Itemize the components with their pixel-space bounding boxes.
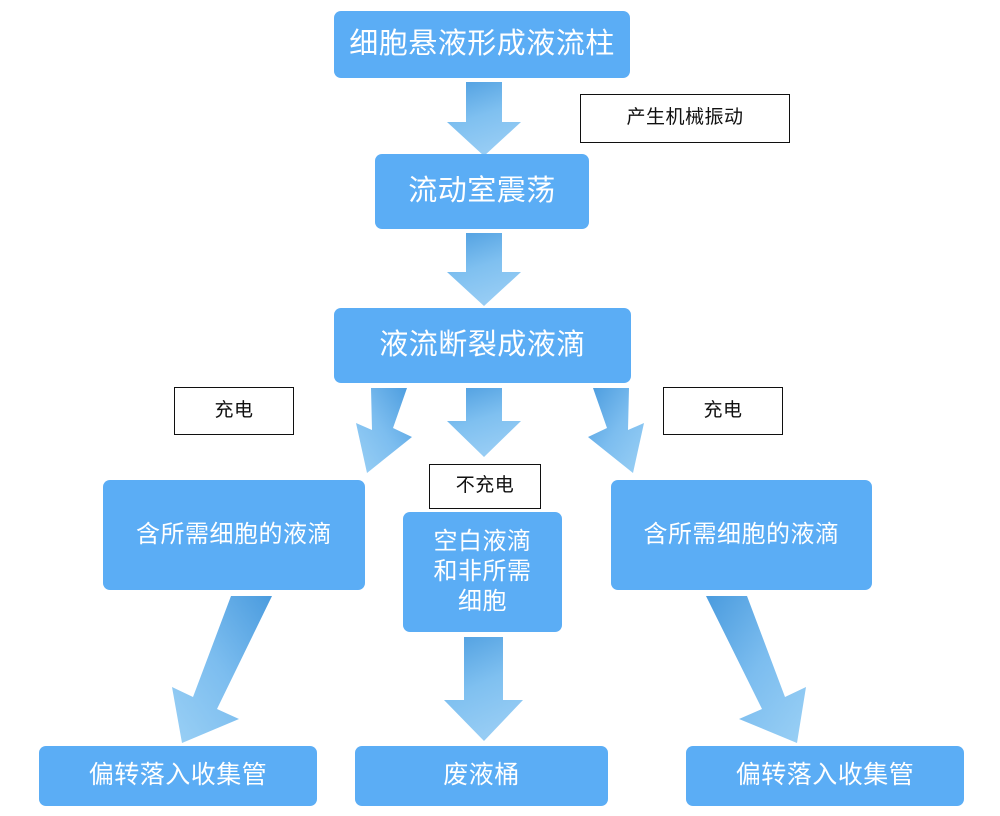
label-charge-left: 充电	[174, 387, 294, 435]
label-mechanical-vibration: 产生机械振动	[580, 94, 790, 143]
node-left-collection-tube: 偏转落入收集管	[39, 746, 317, 806]
node-cell-suspension-stream: 细胞悬液形成液流柱	[334, 11, 630, 78]
label-charge-right: 充电	[663, 387, 783, 435]
arrow-droplets-to-right-charged	[588, 388, 644, 473]
arrow-droplets-to-left-charged	[356, 388, 412, 473]
node-flow-cell-vibration: 流动室震荡	[375, 154, 589, 229]
arrow-left-droplet-to-collection-tube	[172, 596, 272, 743]
arrow-liquid-stream-to-flow-cell	[447, 82, 521, 156]
node-left-desired-cell-droplet: 含所需细胞的液滴	[103, 480, 365, 590]
arrow-blank-droplet-to-waste	[444, 637, 523, 741]
arrow-right-droplet-to-collection-tube	[706, 596, 806, 743]
node-right-collection-tube: 偏转落入收集管	[686, 746, 964, 806]
arrow-droplets-to-uncharged	[447, 388, 521, 457]
node-waste-container: 废液桶	[355, 746, 608, 806]
node-stream-breaks-into-droplets: 液流断裂成液滴	[334, 308, 631, 383]
node-blank-and-unwanted-cells: 空白液滴 和非所需 细胞	[403, 512, 562, 632]
arrow-flow-cell-to-droplets	[447, 233, 521, 306]
node-right-desired-cell-droplet: 含所需细胞的液滴	[611, 480, 872, 590]
label-no-charge: 不充电	[429, 464, 541, 509]
